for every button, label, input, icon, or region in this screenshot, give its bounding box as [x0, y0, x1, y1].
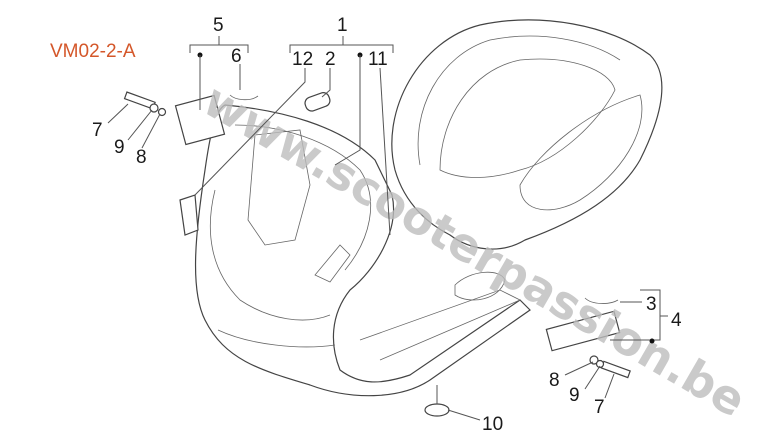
callout-11: 11	[368, 49, 388, 70]
callout-12: 12	[292, 49, 313, 70]
callout-4: 4	[671, 310, 682, 331]
callout-3: 3	[646, 294, 657, 315]
callout-9: 9	[114, 137, 125, 158]
loose-parts	[123, 91, 631, 417]
scooter-frame	[194, 19, 663, 397]
diagram-code: VM02-2-A	[50, 41, 136, 62]
leader-lines	[107, 36, 668, 421]
callout-7-right: 7	[594, 397, 605, 418]
callout-7: 7	[92, 120, 103, 141]
callout-5: 5	[213, 15, 224, 36]
callout-10: 10	[482, 414, 503, 435]
callout-2: 2	[325, 49, 336, 70]
callout-1: 1	[337, 15, 348, 36]
callout-8-right: 8	[549, 370, 560, 391]
callout-9-right: 9	[569, 385, 580, 406]
callout-8: 8	[136, 147, 147, 168]
callout-6: 6	[231, 46, 242, 67]
